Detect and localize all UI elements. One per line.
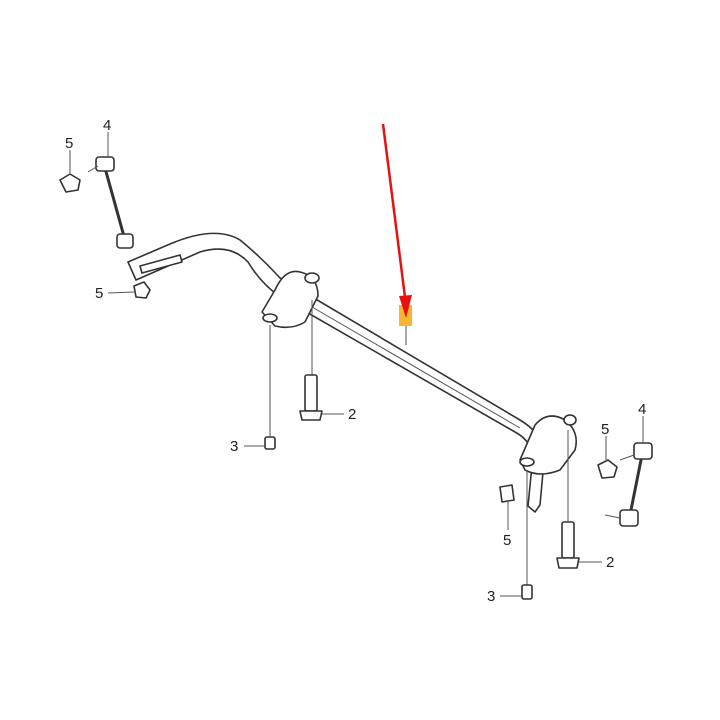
bolt-right-3 xyxy=(521,470,533,600)
callout-nut-left-bottom: 5 xyxy=(95,285,103,302)
stabilizer-link-left xyxy=(59,156,151,299)
callout-bolt-right-3: 3 xyxy=(487,588,495,605)
callout-nut-left-top: 5 xyxy=(65,135,73,152)
callout-nut-right-bottom: 5 xyxy=(503,532,511,549)
callout-link-right: 4 xyxy=(638,401,646,418)
bolt-left-2 xyxy=(299,300,323,421)
bolt-left-3 xyxy=(264,325,276,450)
bolt-right-2 xyxy=(556,430,580,569)
leader-lines xyxy=(69,132,644,597)
callout-bolt-right-2: 2 xyxy=(606,554,614,571)
callout-bolt-left-3: 3 xyxy=(230,438,238,455)
callout-nut-right-top: 5 xyxy=(601,421,609,438)
callout-bolt-left-2: 2 xyxy=(348,406,356,423)
stabilizer-link-right xyxy=(499,442,653,527)
red-arrow xyxy=(381,123,412,318)
bushing-bracket-left xyxy=(261,270,320,329)
bushing-bracket-right xyxy=(519,414,578,475)
callout-link-left: 4 xyxy=(103,117,111,134)
stabilizer-bar xyxy=(127,232,546,513)
